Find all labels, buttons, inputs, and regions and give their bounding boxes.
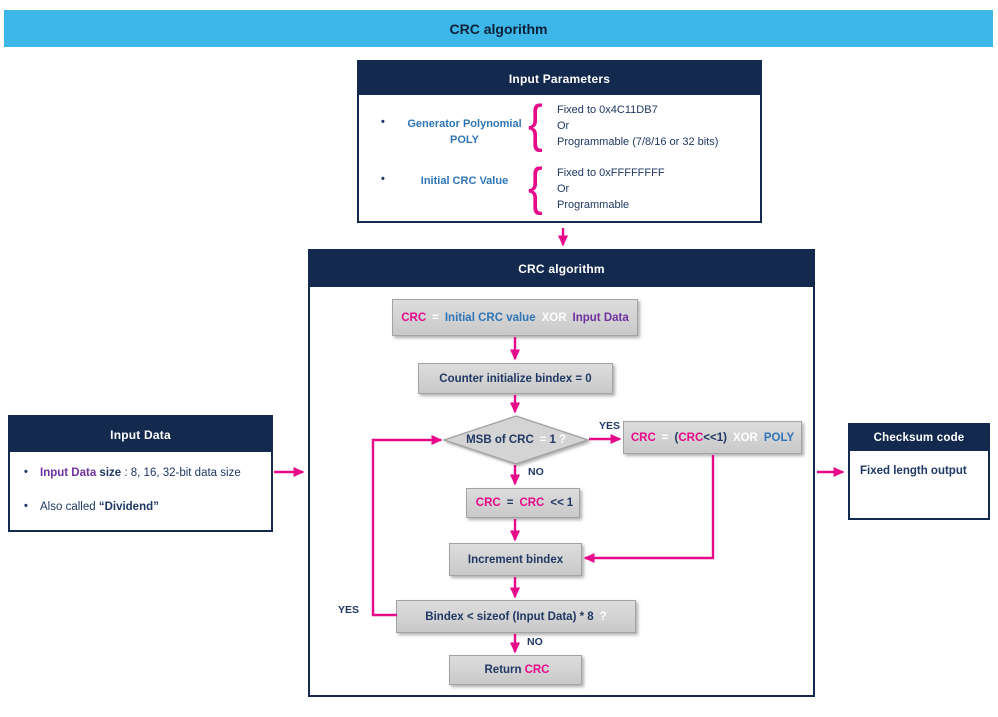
dividend-term: “Dividend” bbox=[98, 501, 159, 513]
seg-crc2: CRC bbox=[678, 431, 704, 444]
seg-shift: << bbox=[550, 497, 564, 509]
checksum-body-text: Fixed length output bbox=[860, 465, 967, 477]
page-title: CRC algorithm bbox=[449, 20, 548, 37]
seg-poly: POLY bbox=[763, 431, 795, 444]
seg-eq: = bbox=[432, 311, 439, 324]
left-brace-icon: { bbox=[528, 95, 543, 153]
seg-crc: CRC bbox=[630, 431, 656, 444]
input-data-size-term: Input Data bbox=[40, 467, 97, 479]
seg-open: ( bbox=[674, 431, 679, 444]
input-data-header: Input Data bbox=[10, 417, 271, 452]
label-no-bottom: NO bbox=[527, 636, 543, 648]
init-options: Fixed to 0xFFFFFFFF Or Programmable bbox=[557, 165, 665, 213]
seg-crc: CRC bbox=[401, 311, 427, 324]
seg-input: Input Data bbox=[572, 311, 629, 324]
generator-polynomial-line1: Generator Polynomial bbox=[407, 118, 522, 130]
also-called-text: Also called bbox=[40, 501, 99, 513]
bindex-check-text: Bindex < sizeof (Input Data) * 8 bbox=[425, 610, 594, 623]
label-yes-left: YES bbox=[338, 604, 360, 616]
counter-text: Counter initialize bindex = 0 bbox=[439, 372, 592, 385]
poly-option-programmable: Programmable (7/8/16 or 32 bits) bbox=[557, 136, 719, 148]
decision-msb-text: MSB of CRC = 1 ? bbox=[444, 416, 588, 464]
generator-polynomial-line2: POLY bbox=[450, 133, 479, 146]
node-counter-init: Counter initialize bindex = 0 bbox=[418, 363, 613, 394]
checksum-panel: Checksum code Fixed length output bbox=[848, 423, 990, 520]
poly-option-fixed: Fixed to 0x4C11DB7 bbox=[557, 104, 658, 116]
node-increment: Increment bindex bbox=[449, 543, 582, 576]
init-option-programmable: Programmable bbox=[557, 199, 630, 211]
poly-options: Fixed to 0x4C11DB7 Or Programmable (7/8/… bbox=[557, 102, 718, 150]
input-parameters-header: Input Parameters bbox=[359, 62, 760, 95]
seg-eq: = bbox=[661, 431, 669, 444]
input-data-size-word: size bbox=[96, 467, 122, 479]
input-data-dividend-line: Also called “Dividend” bbox=[40, 501, 159, 513]
init-option-fixed: Fixed to 0xFFFFFFFF bbox=[557, 167, 665, 179]
init-option-or: Or bbox=[557, 183, 570, 195]
bullet-icon: • bbox=[24, 500, 28, 512]
seg-return: Return bbox=[484, 664, 522, 676]
seg-eq: = bbox=[506, 497, 514, 509]
page-title-banner: CRC algorithm bbox=[4, 10, 993, 47]
seg-crc: CRC bbox=[475, 497, 501, 509]
node-bindex-check: Bindex < sizeof (Input Data) * 8 ? bbox=[396, 600, 636, 633]
crc-algorithm-header: CRC algorithm bbox=[310, 251, 813, 287]
input-data-title: Input Data bbox=[110, 427, 171, 442]
seg-one: 1 bbox=[566, 497, 574, 509]
bullet-icon: • bbox=[381, 173, 385, 185]
node-crc-shift: CRC = CRC << 1 bbox=[466, 488, 580, 518]
seg-shift: <<1) bbox=[703, 431, 727, 444]
initial-crc-label: Initial CRC Value bbox=[392, 174, 537, 190]
seg-crc2: CRC bbox=[519, 497, 545, 509]
seg-one: 1 bbox=[549, 434, 556, 446]
poly-option-or: Or bbox=[557, 120, 570, 132]
msb-text: MSB of CRC bbox=[466, 434, 534, 446]
input-data-panel: Input Data • Input Data size : 8, 16, 32… bbox=[8, 415, 273, 532]
input-data-size-detail: : 8, 16, 32-bit data size bbox=[121, 467, 241, 479]
bullet-icon: • bbox=[381, 116, 385, 128]
input-parameters-title: Input Parameters bbox=[508, 71, 611, 86]
seg-xor: XOR bbox=[541, 311, 567, 324]
label-yes-right: YES bbox=[599, 420, 621, 432]
label-no-mid: NO bbox=[528, 466, 544, 478]
initial-crc-line1: Initial CRC Value bbox=[420, 175, 509, 187]
increment-text: Increment bindex bbox=[467, 553, 564, 566]
input-data-size-line: Input Data size : 8, 16, 32-bit data siz… bbox=[40, 467, 241, 479]
seg-crc: CRC bbox=[524, 664, 550, 676]
input-parameters-panel: Input Parameters • Generator Polynomial … bbox=[357, 60, 762, 223]
seg-question: ? bbox=[558, 434, 566, 446]
generator-polynomial-label: Generator Polynomial POLY bbox=[392, 117, 537, 148]
seg-value: Initial CRC value bbox=[444, 311, 536, 324]
checksum-title: Checksum code bbox=[873, 432, 965, 444]
node-crc-init: CRC = Initial CRC value XOR Input Data bbox=[392, 299, 638, 336]
left-brace-icon: { bbox=[528, 158, 543, 216]
seg-eq: = bbox=[539, 434, 547, 446]
node-shift-xor-poly: CRC = (CRC<<1) XOR POLY bbox=[623, 421, 802, 454]
crc-algorithm-title: CRC algorithm bbox=[518, 262, 605, 276]
seg-question: ? bbox=[599, 610, 607, 623]
node-return-crc: Return CRC bbox=[449, 655, 582, 685]
checksum-header: Checksum code bbox=[850, 425, 988, 451]
seg-xor: XOR bbox=[732, 431, 758, 444]
seg-shift-group: (CRC<<1) bbox=[675, 432, 727, 444]
bullet-icon: • bbox=[24, 466, 28, 478]
